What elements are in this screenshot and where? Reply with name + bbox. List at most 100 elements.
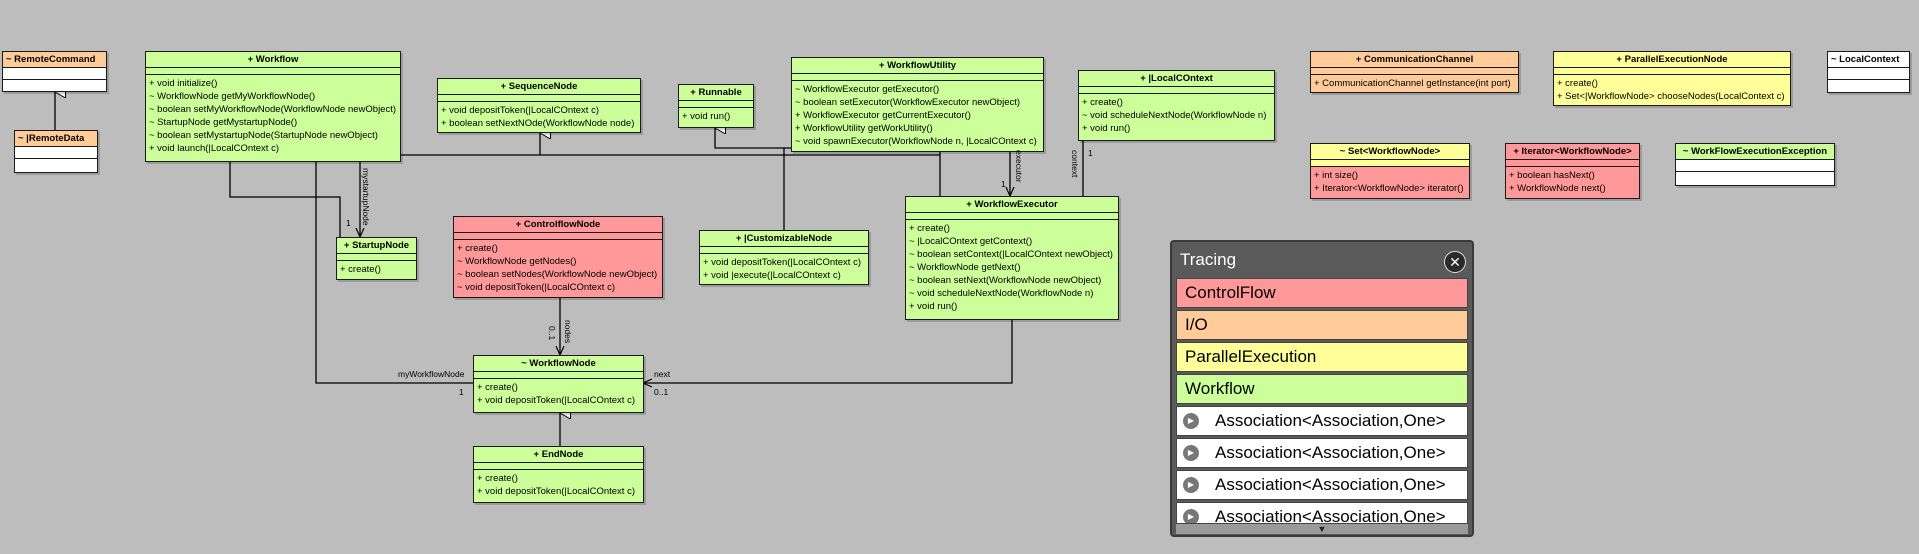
method: + void |execute(|LocalCOntext c) — [703, 270, 841, 281]
method: ~ boolean setContext(|LocalCOntext newOb… — [909, 249, 1113, 260]
association-item[interactable]: ▶ Association<Association,One> — [1176, 470, 1468, 500]
play-icon[interactable]: ▶ — [1183, 477, 1199, 493]
class-header: ~ |RemoteData — [15, 131, 97, 147]
method: + CommunicationChannel getInstance(int p… — [1314, 78, 1511, 89]
class-workflow[interactable]: + Workflow + void initialize() ~ Workflo… — [145, 51, 401, 162]
label-multiplicity-wfnode: 1 — [459, 387, 464, 397]
class-header: + WorkflowExecutor — [906, 197, 1118, 213]
method: + void depositToken(|LocalCOntext c) — [477, 395, 635, 406]
scrollbar[interactable]: ▼ — [1176, 524, 1468, 534]
method: ~ void spawnExecutor(WorkflowNode n, |Lo… — [795, 136, 1037, 147]
method: + create() — [477, 382, 518, 393]
method: + create() — [457, 243, 498, 254]
label-my-workflow-node: myWorkflowNode — [398, 369, 465, 379]
association-item[interactable]: ▶ Association<Association,One> — [1176, 406, 1468, 436]
method-list: + int size() + Iterator<WorkflowNode> it… — [1311, 167, 1469, 198]
association-item[interactable]: ▶ Association<Association,One> — [1176, 502, 1468, 524]
category-io[interactable]: I/O — [1176, 310, 1468, 340]
class-set-workflow-node[interactable]: ~ Set<WorkflowNode> + int size() + Itera… — [1310, 143, 1470, 199]
method: + boolean hasNext() — [1509, 170, 1595, 181]
method-list: + create() + Set<|WorkflowNode> chooseNo… — [1554, 75, 1790, 106]
class-communication-channel[interactable]: + CommunicationChannel + CommunicationCh… — [1310, 51, 1519, 93]
class-local-context[interactable]: ~ LocalContext — [1827, 51, 1910, 93]
category-parallel-execution[interactable]: ParallelExecution — [1176, 342, 1468, 372]
close-icon[interactable]: ✕ — [1444, 251, 1466, 273]
class-header: + StartupNode — [337, 238, 416, 254]
class-header: ~ WorkflowNode — [474, 356, 643, 372]
method-list: + create() ~ |LocalCOntext getContext() … — [906, 220, 1118, 316]
class-startup-node[interactable]: + StartupNode + create() — [336, 237, 417, 280]
class-header: + ControlflowNode — [454, 217, 662, 233]
method: ~ boolean setMyWorkflowNode(WorkflowNode… — [149, 104, 397, 115]
method-list: + create() + void depositToken(|LocalCOn… — [474, 379, 643, 410]
class-end-node[interactable]: + EndNode + create() + void depositToken… — [473, 446, 644, 503]
method: + create() — [340, 264, 381, 275]
method-list: + void initialize() ~ WorkflowNode getMy… — [146, 75, 400, 158]
class-workflow-executor[interactable]: + WorkflowExecutor + create() ~ |LocalCO… — [905, 196, 1119, 320]
play-icon[interactable]: ▶ — [1183, 509, 1199, 523]
class-iterator-workflow-node[interactable]: + Iterator<WorkflowNode> + boolean hasNe… — [1505, 143, 1640, 199]
method-list: + void depositToken(|LocalCOntext c) + v… — [700, 254, 868, 285]
method: + boolean setNextNOde(WorkflowNode node) — [441, 118, 635, 129]
edge-executor-workflownode — [643, 320, 1013, 383]
class-workflow-node[interactable]: ~ WorkflowNode + create() + void deposit… — [473, 355, 644, 413]
class-parallel-execution-node[interactable]: + ParallelExecutionNode + create() + Set… — [1553, 51, 1791, 106]
label-next: next — [654, 369, 671, 379]
method-list: + create() ~ void scheduleNextNode(Workf… — [1079, 94, 1274, 138]
method: + Iterator<WorkflowNode> iterator() — [1314, 183, 1464, 194]
method-list: + create() ~ WorkflowNode getNodes() ~ b… — [454, 240, 662, 297]
method: + void depositToken(|LocalCOntext c) — [441, 105, 599, 116]
class-header: + Runnable — [679, 85, 753, 101]
play-icon[interactable]: ▶ — [1183, 413, 1199, 429]
method: + void depositToken(|LocalCOntext c) — [703, 257, 861, 268]
class-header: ~ RemoteCommand — [3, 52, 106, 68]
class-customizable-node[interactable]: + |CustomizableNode + void depositToken(… — [699, 230, 869, 285]
class-header: ~ Set<WorkflowNode> — [1311, 144, 1469, 160]
method: ~ void scheduleNextNode(WorkflowNode n) — [1082, 110, 1267, 121]
class-header: + WorkflowUtility — [792, 58, 1043, 74]
label-multiplicity-nodes: 0..1 — [547, 326, 557, 341]
class-header: + Iterator<WorkflowNode> — [1506, 144, 1639, 160]
method: + WorkflowExecutor getCurrentExecutor() — [795, 110, 971, 121]
method-list: + void depositToken(|LocalCOntext c) + b… — [438, 102, 640, 133]
method: + void depositToken(|LocalCOntext c) — [477, 486, 635, 497]
method: ~ WorkflowExecutor getExecutor() — [795, 84, 940, 95]
class-remote-command[interactable]: ~ RemoteCommand — [2, 51, 107, 92]
class-header: + |CustomizableNode — [700, 231, 868, 247]
method: ~ WorkflowNode getNodes() — [457, 256, 577, 267]
label-multiplicity-context: 1 — [1088, 148, 1093, 158]
class-workflow-utility[interactable]: + WorkflowUtility ~ WorkflowExecutor get… — [791, 57, 1044, 152]
method-list: + CommunicationChannel getInstance(int p… — [1311, 75, 1518, 93]
method-list: + create() — [337, 261, 416, 279]
edge-workflow-workflownode — [315, 162, 473, 384]
method: + void run() — [1082, 123, 1131, 134]
category-workflow[interactable]: Workflow — [1176, 374, 1468, 404]
association-label: Association<Association,One> — [1215, 443, 1446, 462]
method: + create() — [909, 223, 950, 234]
class-runnable[interactable]: + Runnable + void run() — [678, 84, 754, 128]
edge-customizable-runnable — [714, 128, 785, 231]
method: + create() — [1557, 78, 1598, 89]
edge-workflow-startupnode-2 — [229, 162, 341, 237]
chevron-down-icon[interactable]: ▼ — [1317, 524, 1327, 534]
class-workflow-execution-exception[interactable]: ~ WorkFlowExecutionException — [1675, 143, 1835, 186]
method-list: ~ WorkflowExecutor getExecutor() ~ boole… — [792, 81, 1043, 151]
class-local-context-interface[interactable]: + |LocalCOntext + create() ~ void schedu… — [1078, 70, 1275, 141]
class-sequence-node[interactable]: + SequenceNode + void depositToken(|Loca… — [437, 78, 641, 133]
category-controlflow[interactable]: ControlFlow — [1176, 278, 1468, 308]
method: ~ |LocalCOntext getContext() — [909, 236, 1033, 247]
association-item[interactable]: ▶ Association<Association,One> — [1176, 438, 1468, 468]
association-label: Association<Association,One> — [1215, 507, 1446, 524]
method-list: + create() + void depositToken(|LocalCOn… — [474, 470, 643, 501]
class-controlflow-node[interactable]: + ControlflowNode + create() ~ WorkflowN… — [453, 216, 663, 298]
class-header: ~ LocalContext — [1828, 52, 1909, 68]
method: + create() — [1082, 97, 1123, 108]
method: + create() — [477, 473, 518, 484]
play-icon[interactable]: ▶ — [1183, 445, 1199, 461]
method-list: + void run() — [679, 108, 753, 126]
category-label: I/O — [1185, 315, 1208, 334]
class-remote-data[interactable]: ~ |RemoteData — [14, 130, 98, 173]
method: + Set<|WorkflowNode> chooseNodes(LocalCo… — [1557, 91, 1785, 102]
class-header: + EndNode — [474, 447, 643, 463]
method: + void initialize() — [149, 78, 218, 89]
